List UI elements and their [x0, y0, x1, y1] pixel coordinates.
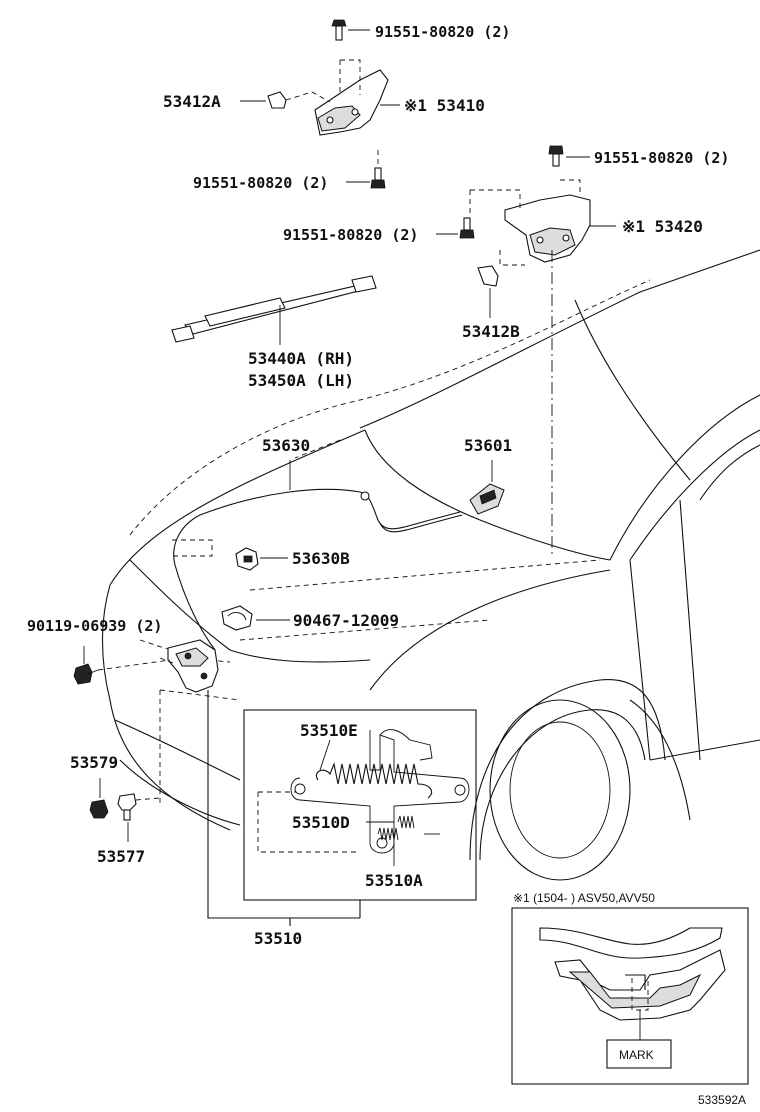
hood-support-clip-a — [267, 91, 287, 109]
label-bolt-top: 91551-80820 (2) — [375, 23, 510, 41]
hood-hinge-rh — [314, 59, 389, 172]
label-bolt-lh-top: 91551-80820 (2) — [594, 149, 729, 167]
label-spring-e: 53510E — [300, 721, 358, 740]
bolt-icon — [73, 663, 99, 685]
inset-box: MARK — [511, 907, 749, 1085]
car-body-outline — [102, 249, 760, 881]
label-stay-lh: 53450A (LH) — [248, 371, 354, 390]
label-cushion: 53579 — [70, 753, 118, 772]
clamp — [221, 605, 253, 631]
spring-detail-box — [243, 709, 477, 901]
label-stay-rh: 53440A (RH) — [248, 349, 354, 368]
hood-support-clip-b — [477, 265, 499, 287]
label-support-clip-a: 53412A — [163, 92, 221, 111]
hood-support-stay — [171, 275, 377, 343]
label-lock-bolt: 90119-06939 (2) — [27, 617, 162, 635]
label-hinge-lh: ※1 53420 — [622, 217, 703, 236]
label-release-lever: 53601 — [464, 436, 512, 455]
bolt-icon — [459, 217, 475, 239]
hood-lock — [159, 639, 219, 806]
hood-release-cable — [173, 439, 463, 651]
inset-title: ※1 (1504- ) ASV50,AVV50 — [513, 891, 655, 905]
figure-code: 533592A — [698, 1093, 746, 1107]
bolt-icon — [548, 145, 564, 167]
label-spring-a: 53510A — [365, 871, 423, 890]
hood-release-lever — [469, 483, 505, 515]
bolt-icon — [331, 19, 347, 41]
label-cushion-b: 53577 — [97, 847, 145, 866]
cable-clip — [235, 547, 259, 571]
label-lock-assy: 53510 — [254, 929, 302, 948]
label-bolt-lh-mid: 91551-80820 (2) — [283, 226, 418, 244]
label-hinge-rh: ※1 53410 — [404, 96, 485, 115]
bolt-icon — [370, 167, 386, 189]
cushion — [89, 799, 109, 819]
label-spring-d: 53510D — [292, 813, 350, 832]
hood-hinge-lh — [469, 179, 591, 266]
cushion-b — [117, 793, 137, 821]
label-clamp: 90467-12009 — [293, 611, 399, 630]
label-support-clip-b: 53412B — [462, 322, 520, 341]
inset-mark-label: MARK — [619, 1048, 654, 1062]
label-bolt-rh-lower: 91551-80820 (2) — [193, 174, 328, 192]
label-cable-clip: 53630B — [292, 549, 350, 568]
label-release-cable: 53630 — [262, 436, 310, 455]
